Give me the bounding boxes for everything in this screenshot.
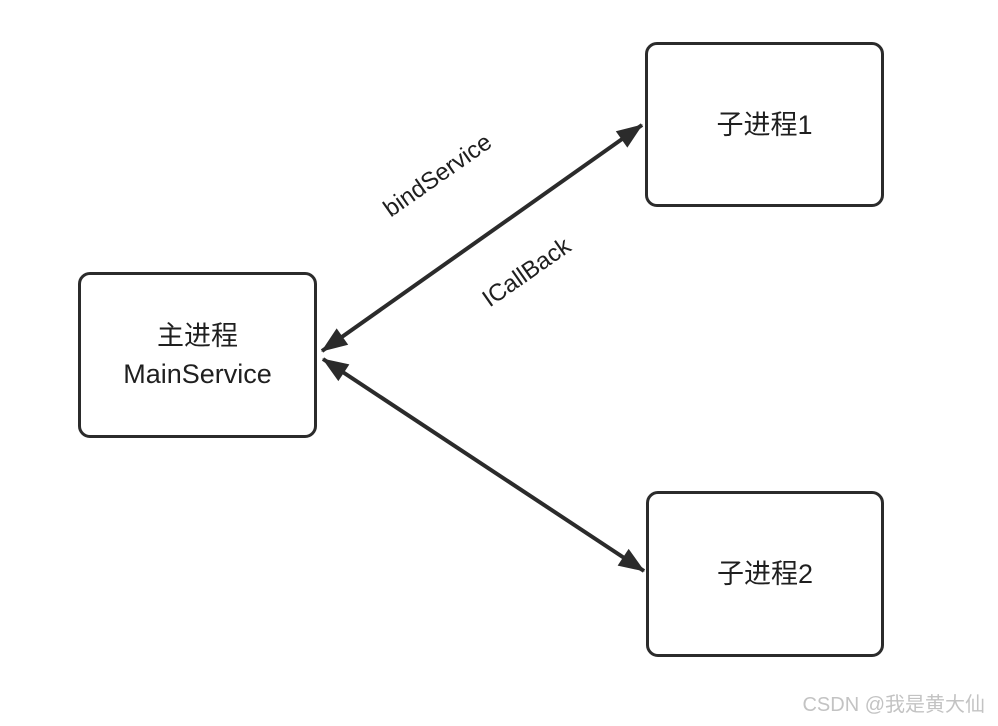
node-child-process-2: 子进程2 (646, 491, 884, 657)
edge-label-bindservice: bindService (378, 128, 497, 223)
watermark-text: CSDN @我是黄大仙 (802, 694, 985, 716)
edge-label-icallback: ICallBack (477, 232, 576, 313)
node-child-process-1: 子进程1 (645, 42, 884, 207)
node-main-title-zh: 主进程 (157, 321, 238, 351)
node-main-process: 主进程 MainService (78, 272, 317, 438)
node-main-title-en: MainService (123, 359, 272, 389)
node-child2-label: 子进程2 (716, 559, 814, 589)
edge-main-child2 (321, 357, 646, 573)
node-child1-label: 子进程1 (716, 109, 813, 140)
